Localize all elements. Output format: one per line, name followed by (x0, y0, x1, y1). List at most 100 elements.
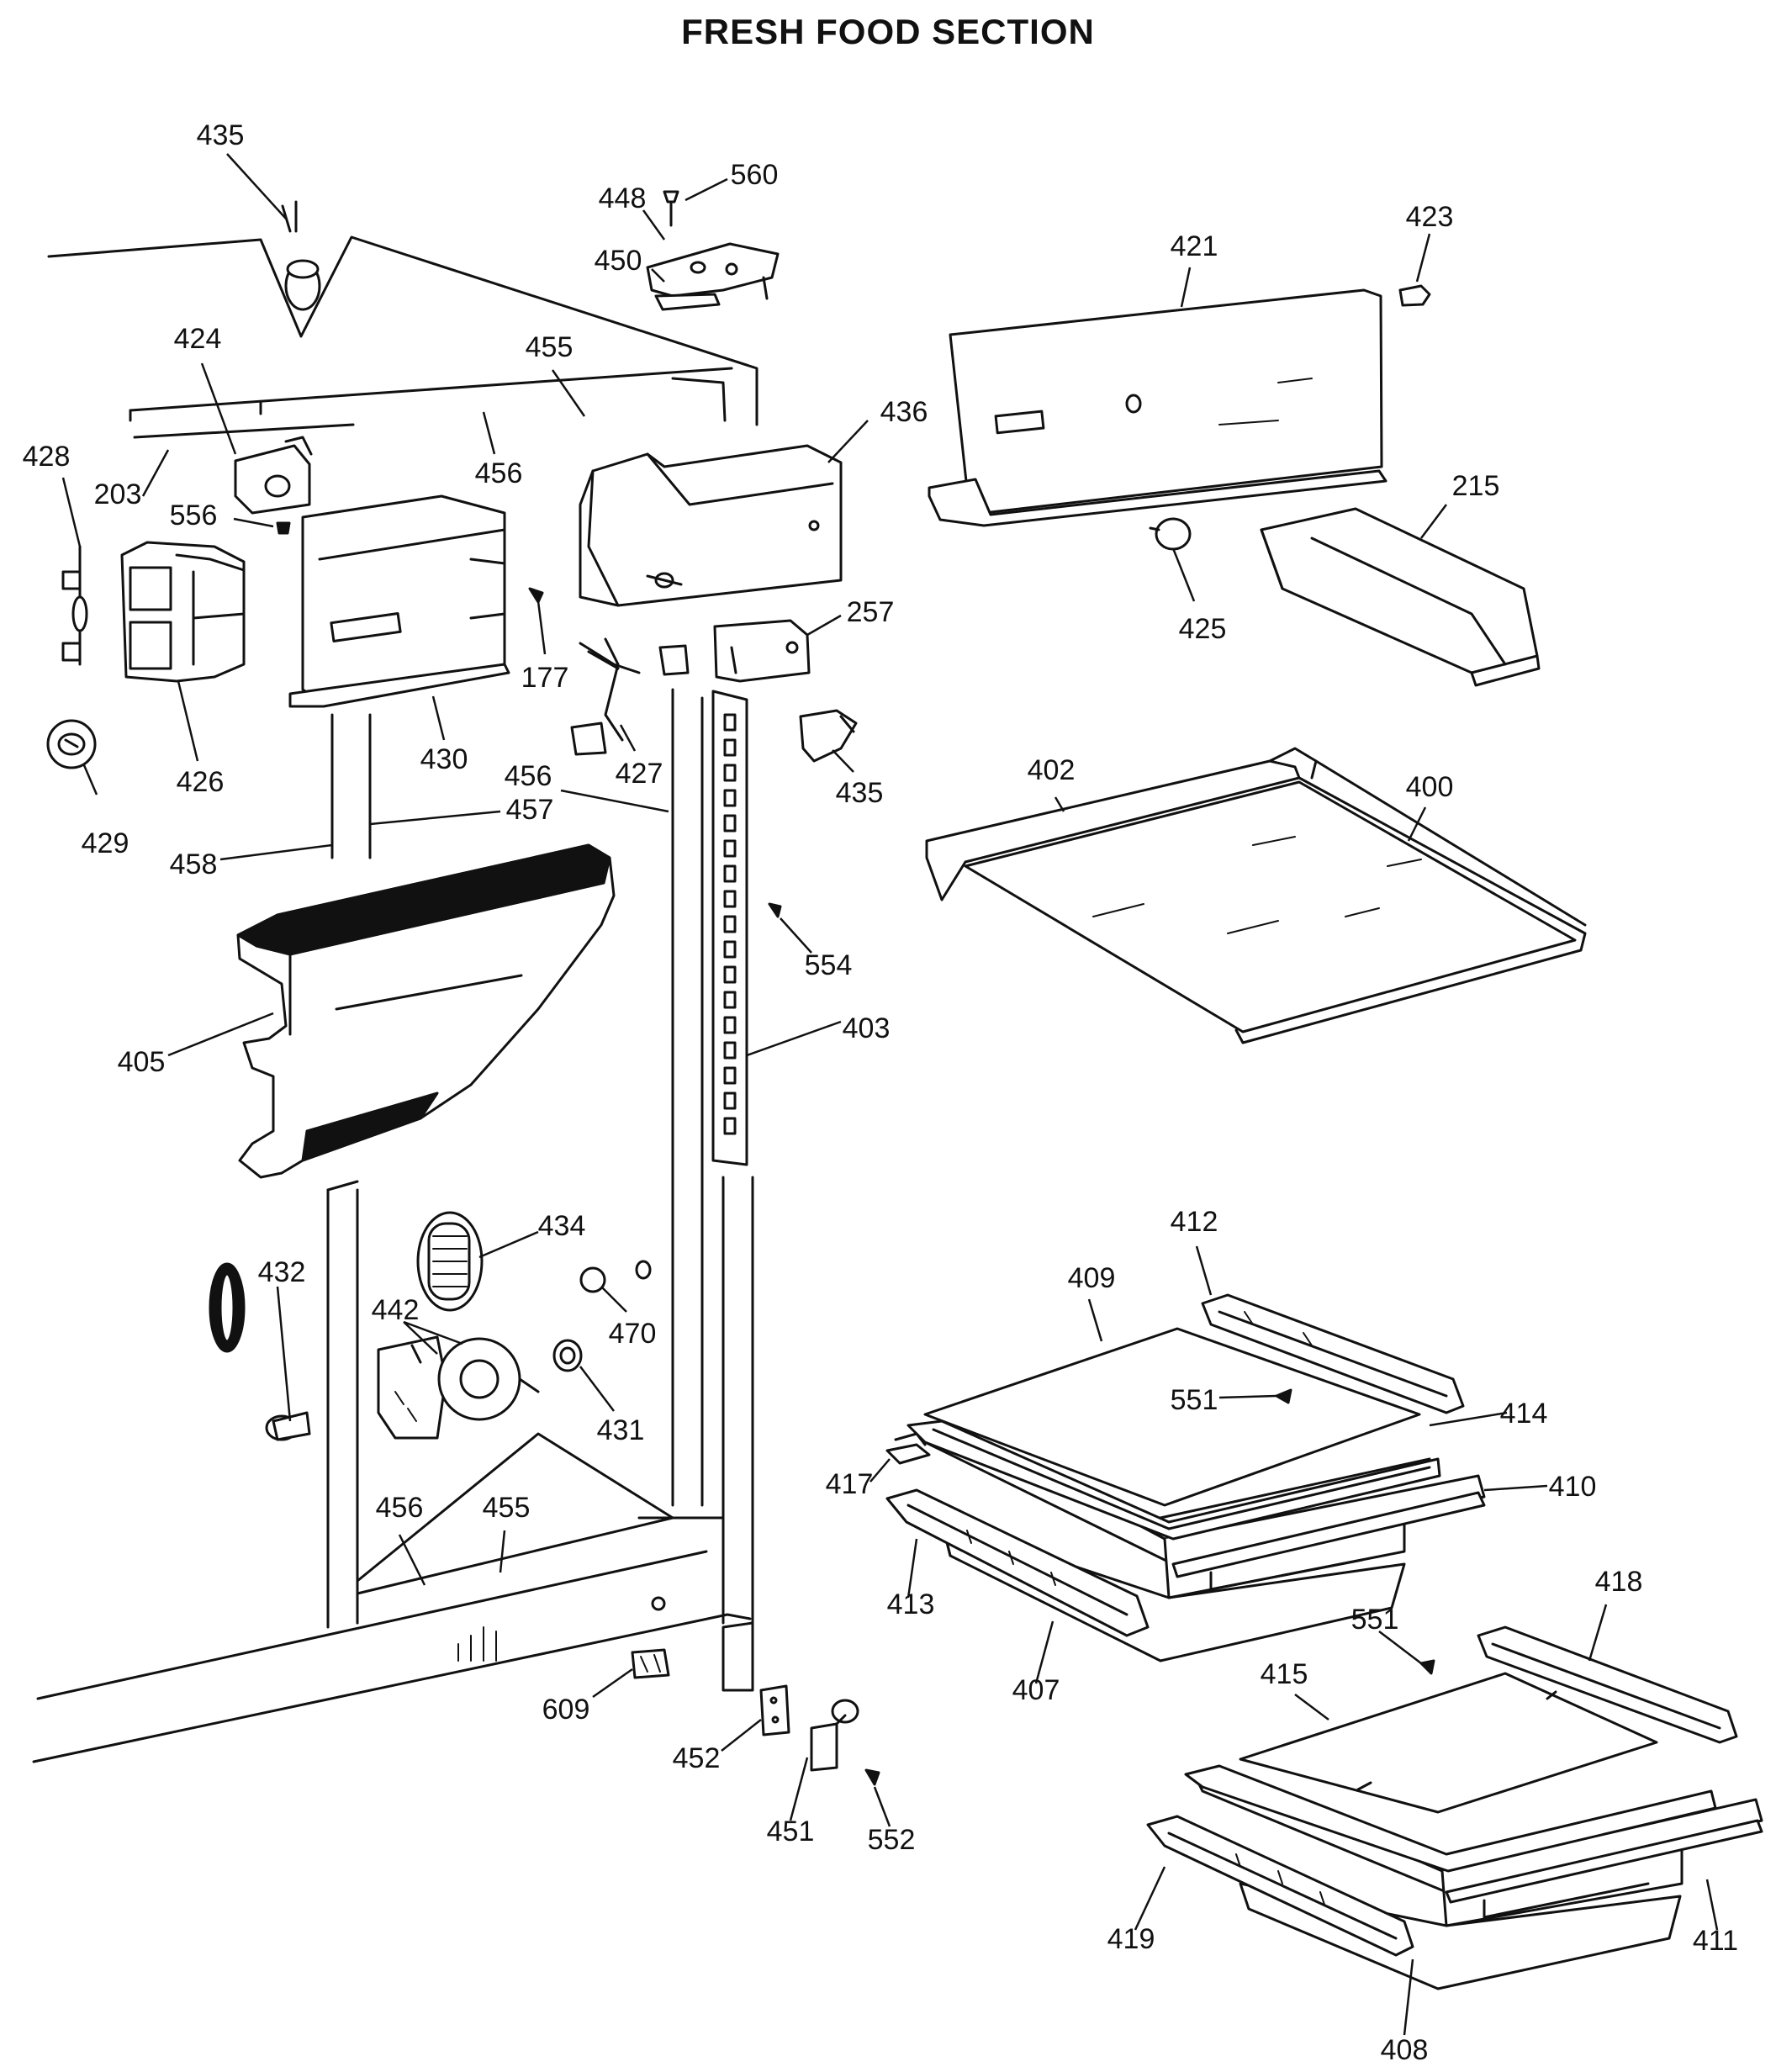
screw-551-lower (1419, 1659, 1435, 1675)
glass-cover-415 (1239, 1672, 1658, 1814)
callout-label: 456 (475, 457, 523, 489)
callout-label: 456 (376, 1492, 424, 1524)
light-housing-426 (120, 541, 246, 683)
callout-labels: 435 448 560 450 421 423 424 455 436 428 … (23, 119, 1738, 2066)
switch-609 (631, 1648, 670, 1679)
control-panel-421 (928, 288, 1388, 527)
crisper-drawer-411 (1192, 1773, 1763, 1927)
callout-label: 458 (170, 848, 218, 880)
control-knob-434 (416, 1211, 484, 1312)
fan-motor-429 (46, 719, 97, 769)
callout-label: 442 (372, 1294, 420, 1326)
button-432 (265, 1411, 311, 1441)
shelf-ladder-403 (711, 690, 748, 1166)
callout-label: 427 (616, 758, 663, 790)
callout-label: 413 (887, 1588, 935, 1620)
cap-470 (579, 1260, 652, 1293)
callout-label: 432 (258, 1256, 306, 1288)
callout-label: 451 (767, 1816, 815, 1847)
center-frame-rail (671, 688, 754, 1692)
callout-label: 411 (1693, 1925, 1738, 1957)
callout-label: 435 (836, 777, 884, 809)
wire-harness-427 (570, 637, 690, 756)
glass-cover-409 (923, 1327, 1421, 1507)
callout-label: 452 (673, 1742, 721, 1774)
callout-label: 409 (1068, 1262, 1116, 1294)
slide-rail-419 (1146, 1815, 1414, 1957)
callout-label: 415 (1261, 1658, 1308, 1690)
diagram-title: FRESH FOOD SECTION (681, 12, 1095, 51)
cover-430 (288, 494, 510, 708)
callout-label: 426 (177, 766, 225, 798)
light-bulb-435 (281, 200, 321, 311)
callout-label: 421 (1171, 230, 1218, 262)
callout-label: 414 (1500, 1398, 1548, 1430)
callout-label: 418 (1595, 1566, 1643, 1598)
slide-rail-418 (1477, 1625, 1738, 1744)
callout-label: 412 (1171, 1206, 1218, 1238)
lamp-socket-435 (799, 709, 858, 763)
crisper-frame-414 (906, 1419, 1441, 1541)
callout-label: 177 (521, 662, 569, 694)
screw-177 (528, 587, 544, 604)
trim-405 (236, 843, 616, 1179)
knob-423 (1398, 284, 1431, 307)
knob-425 (1149, 517, 1192, 551)
leader-lines (61, 153, 1719, 2036)
callout-label: 400 (1406, 771, 1454, 803)
callout-label: 410 (1549, 1471, 1597, 1503)
callout-label: 457 (506, 794, 554, 826)
crisper-frame (1184, 1764, 1717, 1873)
screw-551-upper (1275, 1388, 1292, 1404)
glass-shelf-400 (925, 747, 1587, 1044)
switch-oval (209, 1262, 246, 1353)
slide-rail-413 (885, 1488, 1150, 1637)
screw-556 (276, 521, 291, 535)
relay-257 (713, 619, 811, 683)
callout-label: 215 (1452, 470, 1500, 502)
callout-label: 560 (731, 159, 779, 191)
slide-rail-412 (1201, 1293, 1465, 1414)
callout-label: 423 (1406, 201, 1454, 233)
callout-label: 424 (174, 323, 222, 355)
callout-label: 419 (1107, 1923, 1155, 1955)
callout-label: 436 (880, 396, 928, 428)
callout-label: 554 (805, 949, 853, 981)
callout-label: 203 (94, 478, 142, 510)
hinge-451 (810, 1699, 859, 1772)
callout-label: 417 (826, 1468, 874, 1500)
callout-label: 470 (609, 1318, 657, 1350)
hinge-bracket-448 (646, 190, 780, 311)
callout-label: 448 (599, 182, 647, 214)
callout-label: 425 (1179, 613, 1227, 645)
callout-label: 408 (1381, 2034, 1429, 2066)
callout-label: 456 (505, 760, 552, 792)
callout-label: 450 (595, 245, 642, 277)
callout-label: 552 (868, 1824, 916, 1856)
control-assembly-442 (377, 1335, 540, 1440)
screw-552 (864, 1768, 880, 1786)
callout-label: 431 (597, 1414, 645, 1446)
callout-label: 434 (538, 1210, 586, 1242)
callout-label: 551 (1171, 1384, 1218, 1416)
callout-label: 428 (23, 441, 71, 473)
callout-label: 551 (1351, 1604, 1399, 1636)
bushing-431 (552, 1339, 583, 1372)
callout-label: 455 (526, 331, 574, 363)
callout-label: 609 (542, 1694, 590, 1726)
thermostat-424 (234, 436, 313, 515)
cabinet-bottom-outline (32, 1432, 752, 1763)
plate-452 (759, 1684, 790, 1736)
callout-label: 402 (1028, 754, 1076, 786)
callout-label: 405 (118, 1046, 166, 1078)
bracket-417 (885, 1432, 931, 1465)
callout-label: 257 (847, 596, 895, 628)
left-frame-rails (326, 713, 372, 1629)
air-duct-housing-436 (579, 444, 843, 607)
callout-label: 429 (82, 827, 130, 859)
cabinet-top-outline (47, 235, 758, 439)
shelf-bin-215 (1260, 507, 1541, 687)
callout-label: 403 (843, 1012, 891, 1044)
callout-label: 430 (420, 743, 468, 775)
screw-554 (768, 902, 782, 918)
